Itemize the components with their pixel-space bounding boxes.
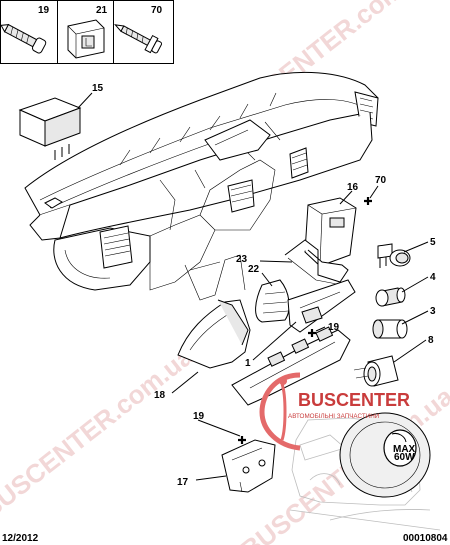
- callout-8: 8: [428, 335, 434, 346]
- lighter-knob: [383, 429, 417, 467]
- header-box-3-number: 70: [151, 5, 163, 16]
- socket-3: [372, 319, 408, 339]
- callout-17: 17: [177, 477, 189, 488]
- callout-23: 23: [236, 254, 248, 265]
- callout-3: 3: [430, 306, 436, 317]
- lower-trim-18: [177, 299, 251, 369]
- callout-70: 70: [375, 175, 387, 186]
- callout-16: 16: [347, 182, 359, 193]
- console-housing-16: [304, 197, 357, 267]
- callout-15: 15: [92, 83, 104, 94]
- relay-15: [18, 97, 82, 160]
- logo-name: BUSCENTER: [298, 390, 410, 410]
- console-surround-23: [284, 239, 349, 286]
- callout-4: 4: [430, 272, 436, 283]
- leader-lines: [77, 92, 429, 481]
- knob-text-line2: 60W: [394, 452, 415, 463]
- callout-19-upper: 19: [328, 322, 340, 333]
- plus-marker-19b: [238, 436, 246, 444]
- centre-panel-1: [287, 279, 356, 333]
- logo-subtitle: АВТОМОБІЛЬНІ ЗАПЧАСТИНИ: [288, 413, 380, 420]
- clip-21-icon: [67, 19, 105, 59]
- footer-code: 00010804: [403, 533, 448, 544]
- plus-marker-70: [364, 197, 372, 205]
- buscenter-logo: BUSCENTER АВТОМОБІЛЬНІ ЗАПЧАСТИНИ: [259, 372, 410, 451]
- callout-22: 22: [248, 264, 260, 275]
- footer-date: 12/2012: [2, 533, 39, 544]
- left-air-vent: [99, 225, 133, 269]
- header-box-3: [113, 0, 174, 64]
- screw-19-icon: [0, 23, 47, 54]
- callout-1: 1: [245, 358, 251, 369]
- header-box-row: 19 21 70: [0, 0, 174, 64]
- plus-markers: [238, 197, 372, 444]
- center-air-vent: [227, 147, 309, 213]
- screw-70-icon: [114, 24, 163, 54]
- callout-18: 18: [154, 390, 166, 401]
- callout-5: 5: [430, 237, 436, 248]
- watermark-text-2: BUSCENTER.com.ua: [0, 341, 199, 525]
- header-box-1-number: 19: [38, 5, 50, 16]
- socket-5: [377, 243, 411, 268]
- dashboard: [24, 71, 379, 301]
- gear-boot-22: [255, 279, 290, 323]
- lighter-detail-circle: MAX 60W: [339, 412, 431, 498]
- callout-19-lower: 19: [193, 411, 205, 422]
- header-box-2-number: 21: [96, 5, 108, 16]
- callout-labels: 15 16 70 23 22 5 4 3 8 19 1 18 19 17: [92, 83, 436, 488]
- cigar-lighter-8: [353, 355, 399, 387]
- knob-text-line1: MAX: [393, 444, 416, 455]
- switch-panel: [231, 326, 351, 406]
- plus-marker-19a: [308, 329, 316, 337]
- bracket-17: [221, 439, 276, 493]
- footer: 12/2012 00010804: [2, 533, 448, 544]
- socket-4: [375, 287, 406, 307]
